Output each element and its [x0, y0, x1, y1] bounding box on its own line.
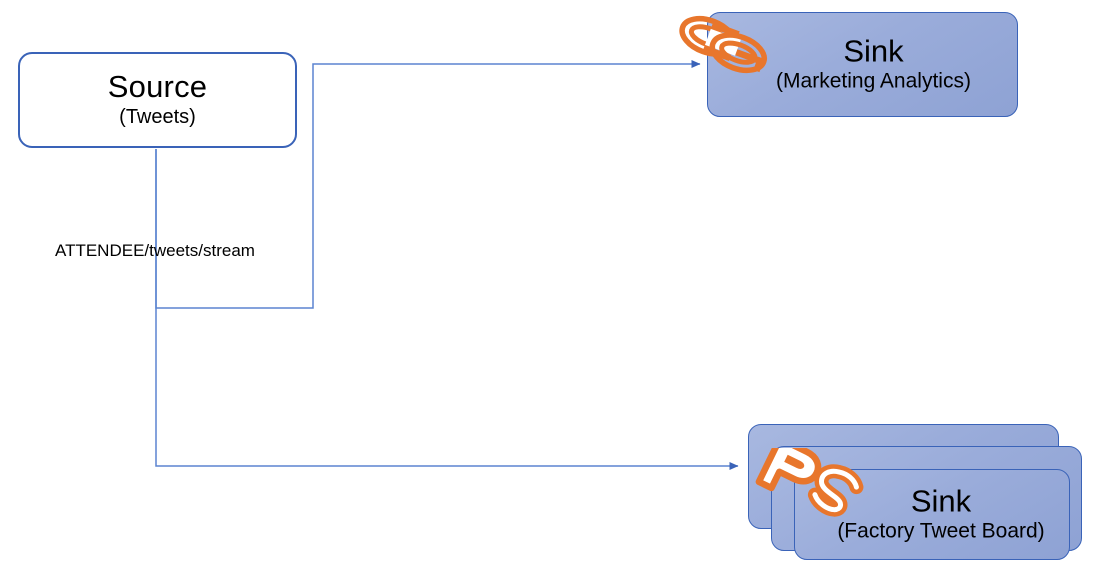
sink-factory-title: Sink: [910, 483, 972, 519]
source-subtitle: (Tweets): [119, 105, 196, 128]
source-title: Source: [107, 69, 208, 105]
edge-label-attendee-tweets-stream: ATTENDEE/tweets/stream: [55, 241, 255, 260]
sink-factory-subtitle: (Factory Tweet Board): [837, 519, 1045, 543]
sink-factory-text: Sink (Factory Tweet Board): [795, 485, 1069, 544]
sink-marketing-text: Sink (Marketing Analytics): [708, 35, 1017, 94]
node-sink-factory-tweet-board[interactable]: Sink (Factory Tweet Board): [794, 469, 1070, 560]
sink-marketing-title: Sink: [843, 33, 904, 69]
node-sink-marketing-analytics[interactable]: Sink (Marketing Analytics): [707, 12, 1018, 117]
sink-marketing-subtitle: (Marketing Analytics): [776, 69, 971, 93]
node-source[interactable]: Source (Tweets): [18, 52, 297, 148]
edge-to-factory-path: [155, 149, 739, 470]
